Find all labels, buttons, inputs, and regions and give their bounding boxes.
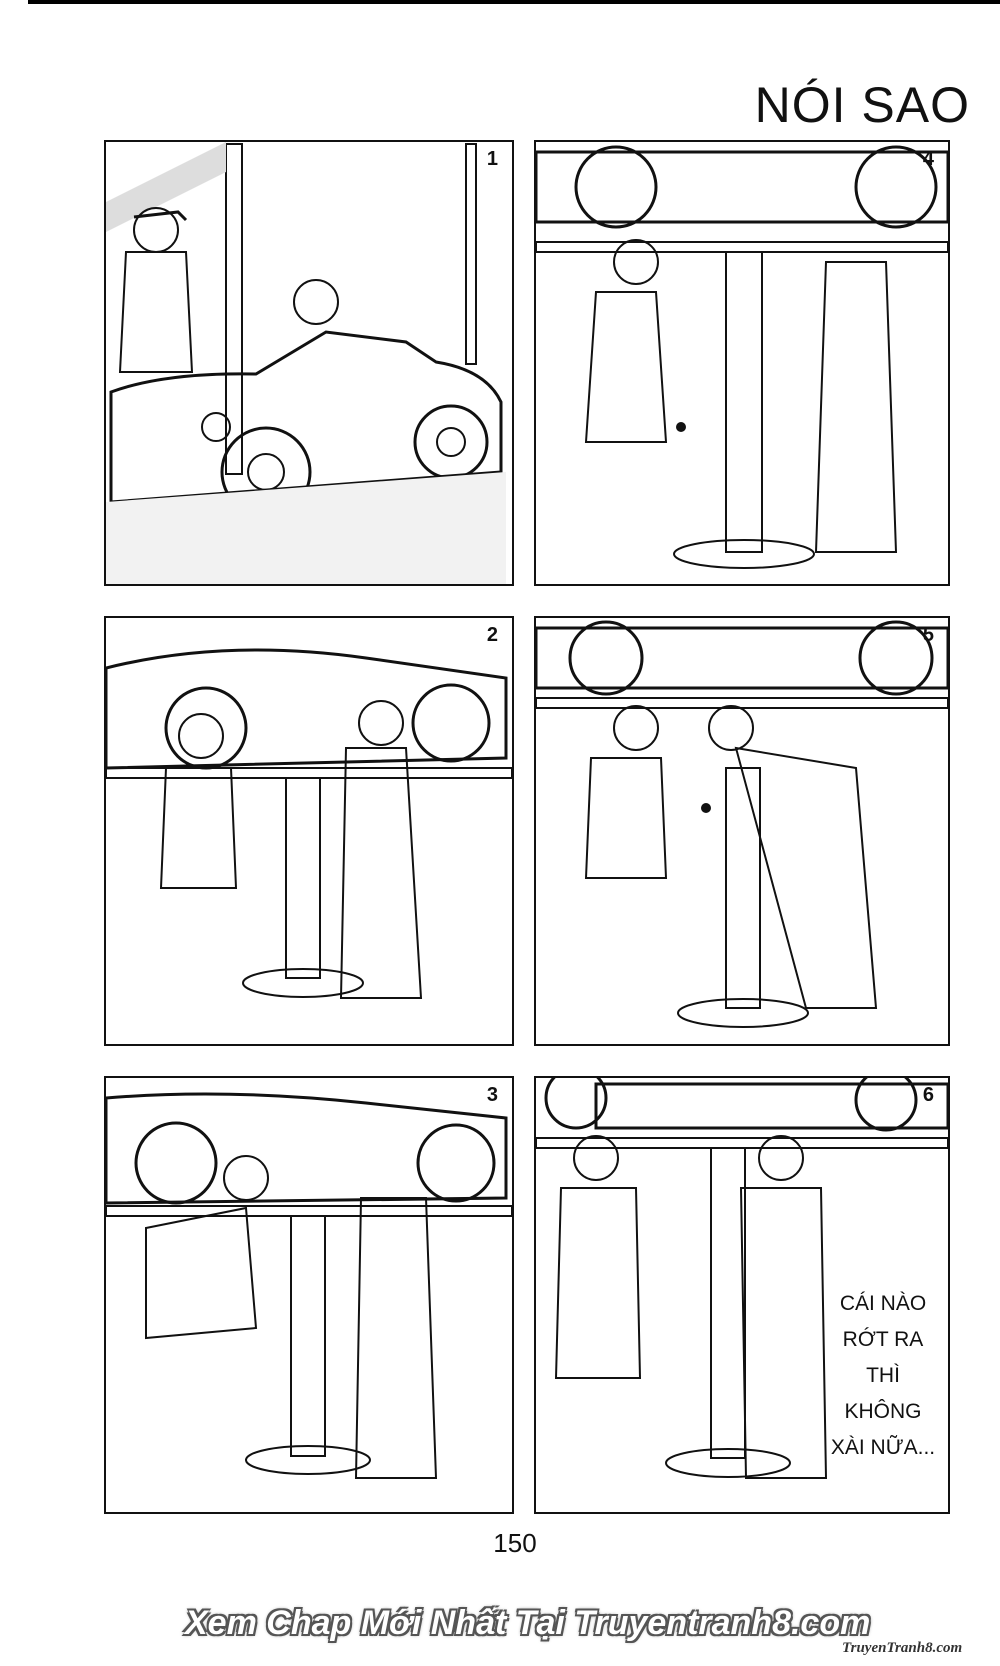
speech-line: RỚT RA [842,1328,924,1351]
speech-text: CÁI NÀO RỚT RA THÌ KHÔNG XÀI NỮA... [818,1286,948,1466]
panel-5-art [536,620,948,1028]
panel-4-art [536,145,948,569]
speech-line: KHÔNG [844,1400,922,1423]
panel-number: 4 [922,148,934,170]
panel-1-art [106,142,506,584]
comic-panel-6: 6 CÁI NÀO RỚT RA THÌ KHÔNG XÀI NỮA... [534,1076,950,1514]
page-number: 150 [493,1528,537,1558]
comic-panel-4: 4 [534,140,950,586]
speech-line: CÁI NÀO [839,1292,927,1315]
speech-line: THÌ [866,1364,900,1387]
promo-banner[interactable]: Xem Chap Mới Nhất Tại Truyentranh8.com [185,1604,871,1642]
panel-number: 2 [486,624,498,646]
speech-line: XÀI NỮA... [830,1436,936,1459]
watermark: TruyenTranh8.com [842,1640,963,1656]
panel-2-art [106,648,512,999]
panel-number: 3 [486,1084,498,1106]
comic-panel-1: 1 [104,140,514,586]
panel-number: 5 [922,624,934,646]
panel-number: 1 [486,148,498,170]
panel-number: 6 [922,1084,934,1106]
panel-3-art [106,1092,512,1479]
panel-6-art [536,1078,948,1479]
top-rule [28,0,1000,4]
comic-panel-3: 3 [104,1076,514,1514]
page-title: NÓI SAO [754,77,970,133]
comic-panel-5: 5 [534,616,950,1046]
comic-panel-2: 2 [104,616,514,1046]
